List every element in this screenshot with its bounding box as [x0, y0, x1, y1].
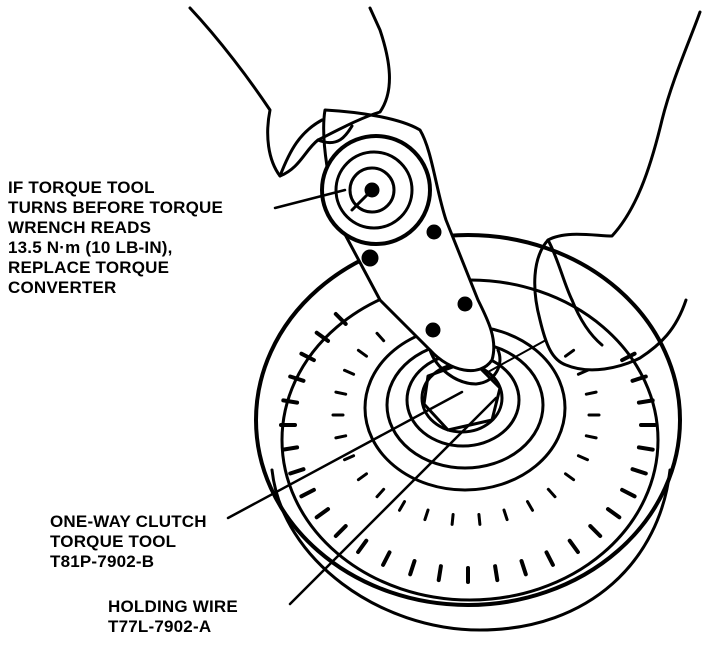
callout-line: WRENCH READS [8, 218, 152, 237]
blade-slot [343, 368, 356, 376]
blade-slot [502, 508, 509, 522]
blade-slot [588, 524, 603, 538]
blade-slot [620, 487, 637, 499]
blade-slot [576, 454, 589, 462]
blade-slot [526, 500, 534, 512]
blade-slot [493, 564, 500, 583]
leader-lines [226, 188, 498, 606]
blade-slot [356, 538, 369, 554]
blade-slot [288, 467, 306, 476]
blade-slot [398, 500, 406, 512]
blade-slot [423, 508, 430, 522]
blade-slot [544, 550, 555, 567]
blade-slot [334, 390, 348, 396]
blade-slot [288, 374, 306, 383]
blade-slot [408, 559, 417, 577]
blade-slot [381, 550, 392, 567]
hand-right-icon [533, 10, 702, 372]
blade-slot [636, 445, 655, 452]
callout-line: T81P-7902-B [50, 552, 155, 571]
callout-line: 13.5 N·m (10 LB-IN), [8, 238, 173, 257]
blade-slot [564, 348, 576, 358]
blade-slot [620, 351, 637, 363]
blade-slot [630, 467, 648, 476]
callout-line: TURNS BEFORE TORQUE [8, 198, 224, 217]
dial-gauge-icon [320, 134, 432, 246]
blade-slot [333, 524, 348, 538]
hand-left-icon [188, 6, 391, 178]
callout-line: IF TORQUE TOOL [8, 178, 155, 197]
blade-slot [450, 513, 455, 526]
holding-wire [487, 339, 547, 373]
blade-slot [584, 434, 598, 440]
blade-slot [606, 507, 622, 520]
callout-line: ONE-WAY CLUTCH [50, 512, 207, 531]
blade-slot [314, 330, 330, 343]
blade-slot [356, 472, 368, 482]
blade-slot [630, 374, 648, 383]
blade-slot [519, 559, 528, 577]
blade-slot [356, 348, 368, 358]
blade-slot [299, 351, 316, 363]
blade-slot [281, 445, 300, 452]
blade-slot [546, 487, 557, 499]
torque-tool-note: IF TORQUE TOOL TURNS BEFORE TORQUE WRENC… [8, 178, 223, 298]
blade-slot [375, 331, 386, 343]
blade-slot [436, 564, 443, 583]
blade-slot [584, 390, 598, 396]
blade-slot [375, 487, 386, 499]
blade-slot [636, 398, 655, 405]
blade-slot [333, 312, 348, 326]
blade-slot [281, 398, 300, 405]
blade-slot [314, 507, 330, 520]
blade-slot [477, 513, 482, 526]
holding-wire-label: HOLDING WIRE T77L-7902-A [108, 597, 238, 637]
callout-line: HOLDING WIRE [108, 597, 238, 616]
blade-slot [299, 487, 316, 499]
blade-slot [564, 472, 576, 482]
callout-line: REPLACE TORQUE [8, 258, 170, 277]
blade-slot [343, 454, 356, 462]
clutch-tool-label: ONE-WAY CLUTCH TORQUE TOOL T81P-7902-B [50, 512, 207, 572]
blade-slot [567, 538, 580, 554]
callout-line: TORQUE TOOL [50, 532, 177, 551]
callout-line: T77L-7902-A [108, 617, 212, 636]
callout-line: CONVERTER [8, 278, 117, 297]
blade-slot [334, 434, 348, 440]
